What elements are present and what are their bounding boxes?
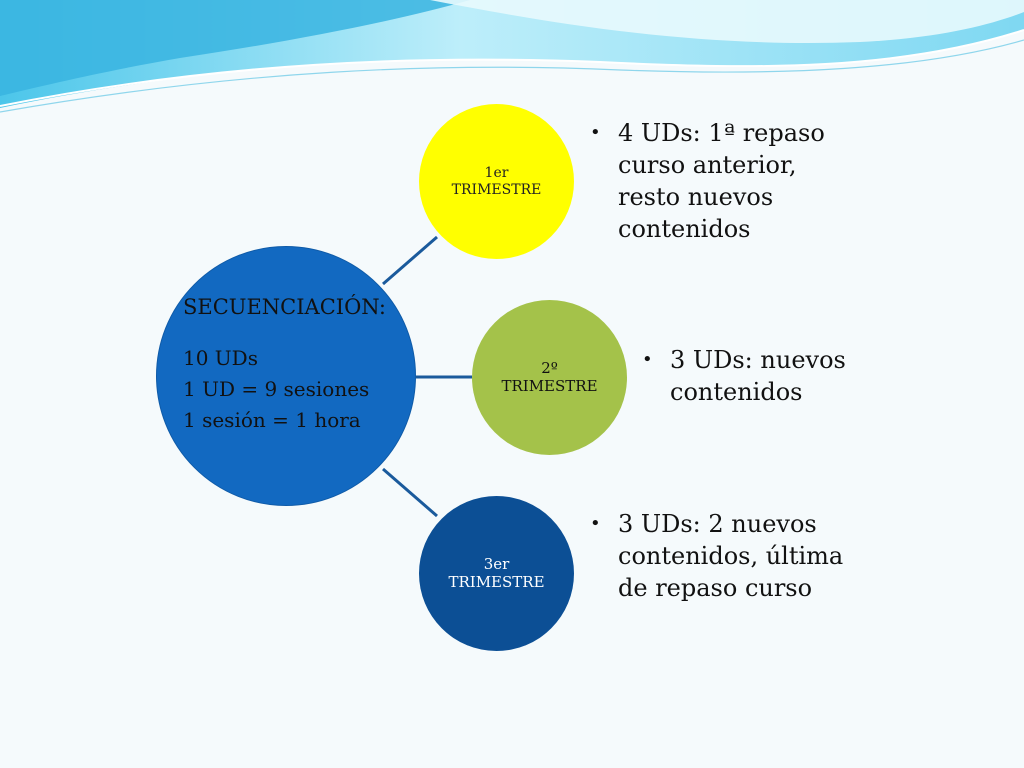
bullet-1-text: 4 UDs: 1ª repaso curso anterior, resto n…: [618, 119, 825, 243]
bullet-3-icon: •: [590, 513, 601, 534]
trimester-3-ordinal: 3er: [483, 555, 510, 574]
center-title: SECUENCIACIÓN:: [183, 295, 386, 319]
secuenciacion-circle: SECUENCIACIÓN: 10 UDs 1 UD = 9 sesiones …: [156, 246, 416, 506]
connector-1: [382, 235, 438, 286]
center-line-3: 1 sesión = 1 hora: [183, 408, 361, 433]
trimester-2-ordinal: 2º: [541, 359, 558, 378]
trimester-1-ordinal: 1er: [484, 165, 509, 182]
bullet-3-text: 3 UDs: 2 nuevos contenidos, última de re…: [618, 510, 844, 602]
header-wave-decoration: [0, 0, 1024, 113]
connector-3: [382, 467, 438, 518]
bullet-1-icon: •: [590, 122, 601, 143]
bullet-trimester-1: • 4 UDs: 1ª repaso curso anterior, resto…: [590, 117, 850, 245]
trimester-1-circle: 1er TRIMESTRE: [419, 104, 574, 259]
trimester-3-circle: 3er TRIMESTRE: [419, 496, 574, 651]
trimester-2-label: TRIMESTRE: [501, 376, 598, 395]
trimester-3-label: TRIMESTRE: [448, 572, 545, 591]
trimester-2-circle: 2º TRIMESTRE: [472, 300, 627, 455]
bullet-trimester-2: • 3 UDs: nuevos contenidos: [642, 344, 882, 408]
trimester-1-label: TRIMESTRE: [451, 181, 542, 198]
center-line-1: 10 UDs: [183, 346, 258, 371]
center-line-2: 1 UD = 9 sesiones: [183, 377, 370, 402]
bullet-trimester-3: • 3 UDs: 2 nuevos contenidos, última de …: [590, 508, 850, 604]
bullet-2-icon: •: [642, 349, 653, 370]
bullet-2-text: 3 UDs: nuevos contenidos: [670, 346, 846, 406]
